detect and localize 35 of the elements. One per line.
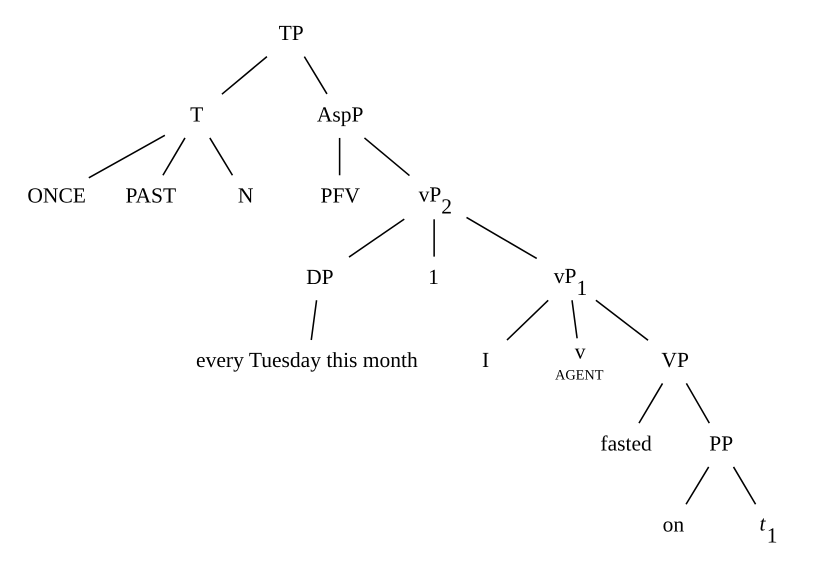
node-text: TP <box>278 20 304 45</box>
connector <box>88 134 166 179</box>
node-text: PFV <box>320 184 360 208</box>
connector <box>595 300 649 341</box>
connector <box>506 300 549 341</box>
connector <box>304 56 328 94</box>
node-text: PAST <box>125 184 176 208</box>
node-text: every Tuesday this month <box>196 348 418 372</box>
connector <box>685 466 710 505</box>
connector <box>364 137 410 176</box>
node-text: ONCE <box>27 184 86 208</box>
connector <box>348 218 405 258</box>
node-text: VP <box>661 348 689 372</box>
node-text: DP <box>306 264 334 289</box>
node-text: PP <box>709 431 734 456</box>
node-text: v <box>574 340 586 364</box>
connector <box>571 300 578 338</box>
connector <box>466 216 538 260</box>
node-text: AspP <box>316 102 364 126</box>
node-text: fasted <box>600 431 652 456</box>
connector <box>221 56 268 95</box>
connector <box>209 138 234 176</box>
connector <box>433 219 435 257</box>
connector <box>310 300 318 340</box>
connector <box>338 138 340 176</box>
node-text: 1 <box>428 264 439 289</box>
node-label: AGENT <box>554 367 604 384</box>
connector <box>638 383 664 424</box>
connector <box>162 138 186 176</box>
node-text: on <box>662 512 684 537</box>
connector <box>732 466 756 505</box>
node-text: T <box>190 102 204 126</box>
node-text: N <box>238 184 254 208</box>
node-text: I <box>482 348 490 372</box>
connector <box>686 383 710 424</box>
